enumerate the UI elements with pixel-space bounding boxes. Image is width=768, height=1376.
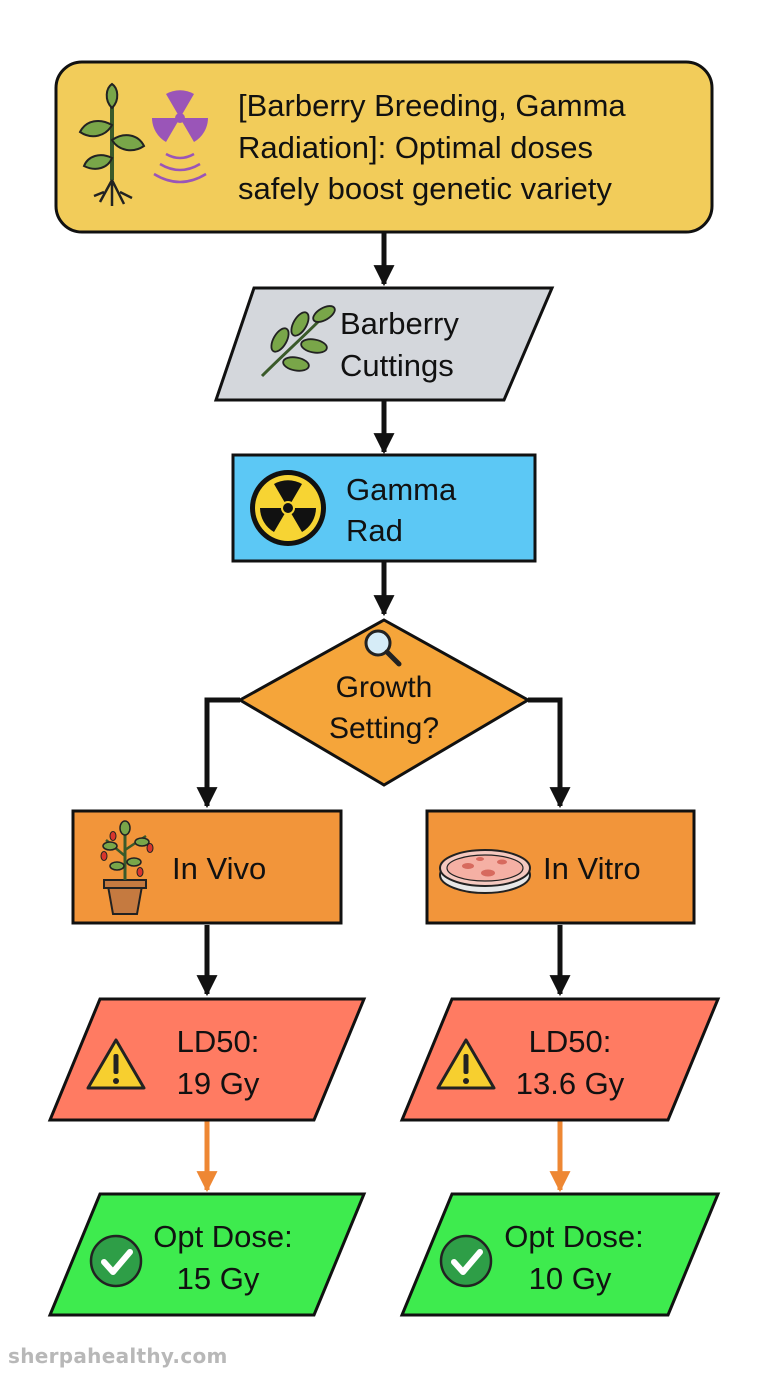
watermark: sherpahealthy.com bbox=[8, 1344, 228, 1368]
cuttings-node: Barberry Cuttings bbox=[213, 286, 555, 402]
warning-icon bbox=[86, 1038, 146, 1090]
title-node: [Barberry Breeding, Gamma Radiation]: Op… bbox=[54, 60, 714, 234]
in-vitro-label: In Vitro bbox=[543, 851, 641, 886]
cuttings-line-1: Barberry bbox=[340, 306, 459, 341]
plant-icon bbox=[78, 82, 146, 206]
magnifier-icon bbox=[364, 629, 402, 667]
ld50-vitro-line-1: LD50: bbox=[529, 1024, 612, 1059]
decision-line-2: Setting? bbox=[329, 712, 439, 745]
in-vivo-label: In Vivo bbox=[172, 851, 266, 886]
warning-icon bbox=[436, 1038, 496, 1090]
leaf-sprig-icon bbox=[260, 305, 336, 378]
ld50-vivo-line-2: 19 Gy bbox=[177, 1066, 260, 1101]
title-line-2: Radiation]: Optimal doses bbox=[238, 130, 593, 165]
arrow-decision-to-in-vivo bbox=[196, 697, 240, 809]
opt-vitro-node: Opt Dose: 10 Gy bbox=[399, 1192, 721, 1317]
ld50-vivo-line-1: LD50: bbox=[177, 1024, 260, 1059]
check-icon bbox=[89, 1234, 143, 1288]
arrow-decision-to-in-vitro bbox=[528, 697, 571, 809]
cuttings-line-2: Cuttings bbox=[340, 348, 454, 383]
decision-node: Growth Setting? bbox=[236, 618, 532, 787]
radiation-icon bbox=[152, 90, 208, 184]
connectors bbox=[196, 233, 571, 1193]
gamma-line-2: Rad bbox=[346, 513, 403, 548]
opt-vivo-line-1: Opt Dose: bbox=[153, 1219, 293, 1254]
radiation-icon bbox=[250, 470, 326, 546]
in-vitro-node: In Vitro bbox=[425, 809, 696, 925]
title-line-1: [Barberry Breeding, Gamma bbox=[238, 88, 626, 123]
check-icon bbox=[439, 1234, 493, 1288]
ld50-vivo-node: LD50: 19 Gy bbox=[47, 997, 367, 1122]
decision-line-1: Growth bbox=[336, 671, 433, 704]
gamma-line-1: Gamma bbox=[346, 472, 457, 507]
ld50-vitro-node: LD50: 13.6 Gy bbox=[399, 997, 721, 1122]
petri-dish-icon bbox=[439, 849, 531, 894]
potted-plant-icon bbox=[100, 820, 154, 915]
in-vivo-node: In Vivo bbox=[71, 809, 343, 925]
opt-vitro-line-2: 10 Gy bbox=[529, 1261, 612, 1296]
title-line-3: safely boost genetic variety bbox=[238, 171, 612, 206]
opt-vivo-node: Opt Dose: 15 Gy bbox=[47, 1192, 367, 1317]
ld50-vitro-line-2: 13.6 Gy bbox=[516, 1066, 625, 1101]
opt-vivo-line-2: 15 Gy bbox=[177, 1261, 260, 1296]
gamma-node: Gamma Rad bbox=[231, 453, 537, 563]
opt-vitro-line-1: Opt Dose: bbox=[504, 1219, 644, 1254]
